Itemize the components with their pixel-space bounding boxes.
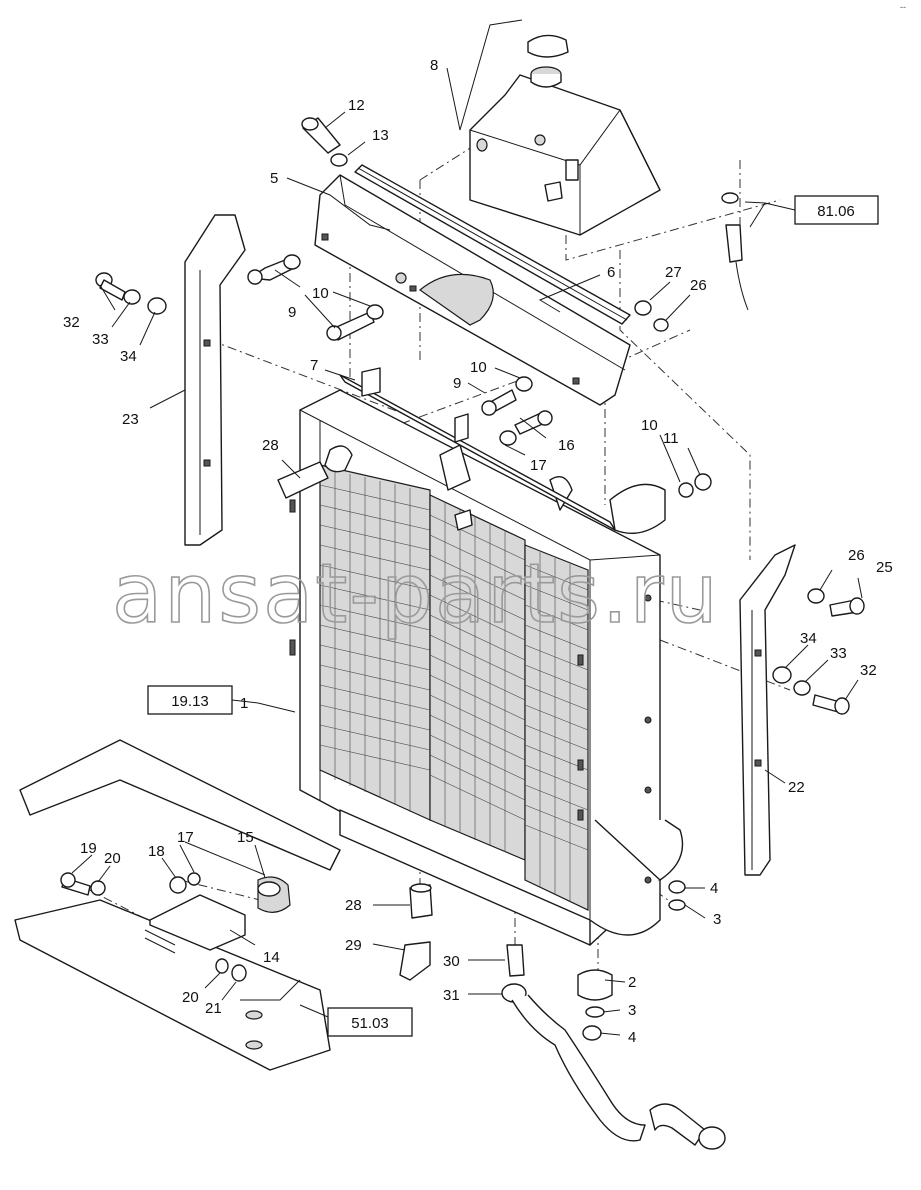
reference-box-19-13-label: 19.13 (171, 693, 209, 710)
callout-23: 23 (122, 411, 139, 428)
expansion-tank (469, 34, 661, 236)
callout-32a: 32 (63, 314, 80, 331)
callout-1: 1 (240, 695, 248, 712)
callout-22: 22 (788, 779, 805, 796)
callout-10c: 10 (641, 417, 658, 434)
callout-9a: 9 (288, 304, 296, 321)
leader-lines (71, 19, 863, 1036)
callout-26a: 26 (690, 277, 707, 294)
callout-34b: 34 (800, 630, 817, 647)
side-seal-right (739, 544, 796, 876)
reference-box-51-03-label: 51.03 (351, 1015, 389, 1032)
callout-11: 11 (663, 430, 679, 447)
callout-7: 7 (310, 357, 318, 374)
callout-numbers: 8 12 13 5 9 10 6 7 9 10 16 17 10 11 27 2… (63, 57, 893, 1046)
callout-17b: 17 (177, 829, 194, 846)
callout-27: 27 (665, 264, 682, 281)
callout-30: 30 (443, 953, 460, 970)
callout-9b: 9 (453, 375, 461, 392)
callout-3b: 3 (628, 1002, 636, 1019)
callout-26b: 26 (848, 547, 865, 564)
callout-25: 25 (876, 559, 893, 576)
callout-33b: 33 (830, 645, 847, 662)
callout-28b: 28 (345, 897, 362, 914)
callout-3a: 3 (713, 911, 721, 928)
radiator-top-strip (339, 367, 616, 531)
callout-33a: 33 (92, 331, 109, 348)
callout-21: 21 (205, 1000, 222, 1017)
reference-box-51-03[interactable]: 51.03 (327, 1007, 413, 1037)
callout-31: 31 (443, 987, 460, 1004)
lower-frame-and-bracket (14, 739, 341, 1071)
callout-2: 2 (628, 974, 636, 991)
callout-4b: 4 (628, 1029, 636, 1046)
callout-4a: 4 (710, 880, 718, 897)
callout-34a: 34 (120, 348, 137, 365)
callout-16: 16 (558, 437, 575, 454)
callout-32b: 32 (860, 662, 877, 679)
callout-29: 29 (345, 937, 362, 954)
callout-18: 18 (148, 843, 165, 860)
reference-box-19-13[interactable]: 19.13 (147, 685, 233, 715)
side-seal-left (184, 214, 246, 546)
callout-14: 14 (263, 949, 280, 966)
callout-6: 6 (607, 264, 615, 281)
callout-19: 19 (80, 840, 97, 857)
callout-10a: 10 (312, 285, 329, 302)
seal-strip (354, 164, 631, 325)
callout-10b: 10 (470, 359, 487, 376)
callout-12: 12 (348, 97, 365, 114)
reference-box-81-06[interactable]: 81.06 (794, 195, 879, 225)
fasteners (95, 117, 865, 911)
callout-20a: 20 (104, 850, 121, 867)
radiator-assembly (277, 389, 684, 946)
watermark: ansat-parts.ru (112, 547, 720, 642)
drain-fittings (399, 883, 726, 1150)
corner-mark: -- (900, 2, 906, 12)
top-bracket (314, 174, 631, 406)
callout-15: 15 (237, 829, 254, 846)
callout-13: 13 (372, 127, 389, 144)
callout-28a: 28 (262, 437, 279, 454)
callout-20b: 20 (182, 989, 199, 1006)
callout-17a: 17 (530, 457, 547, 474)
callout-5: 5 (270, 170, 278, 187)
callout-8: 8 (430, 57, 438, 74)
reference-box-81-06-label: 81.06 (817, 203, 855, 220)
